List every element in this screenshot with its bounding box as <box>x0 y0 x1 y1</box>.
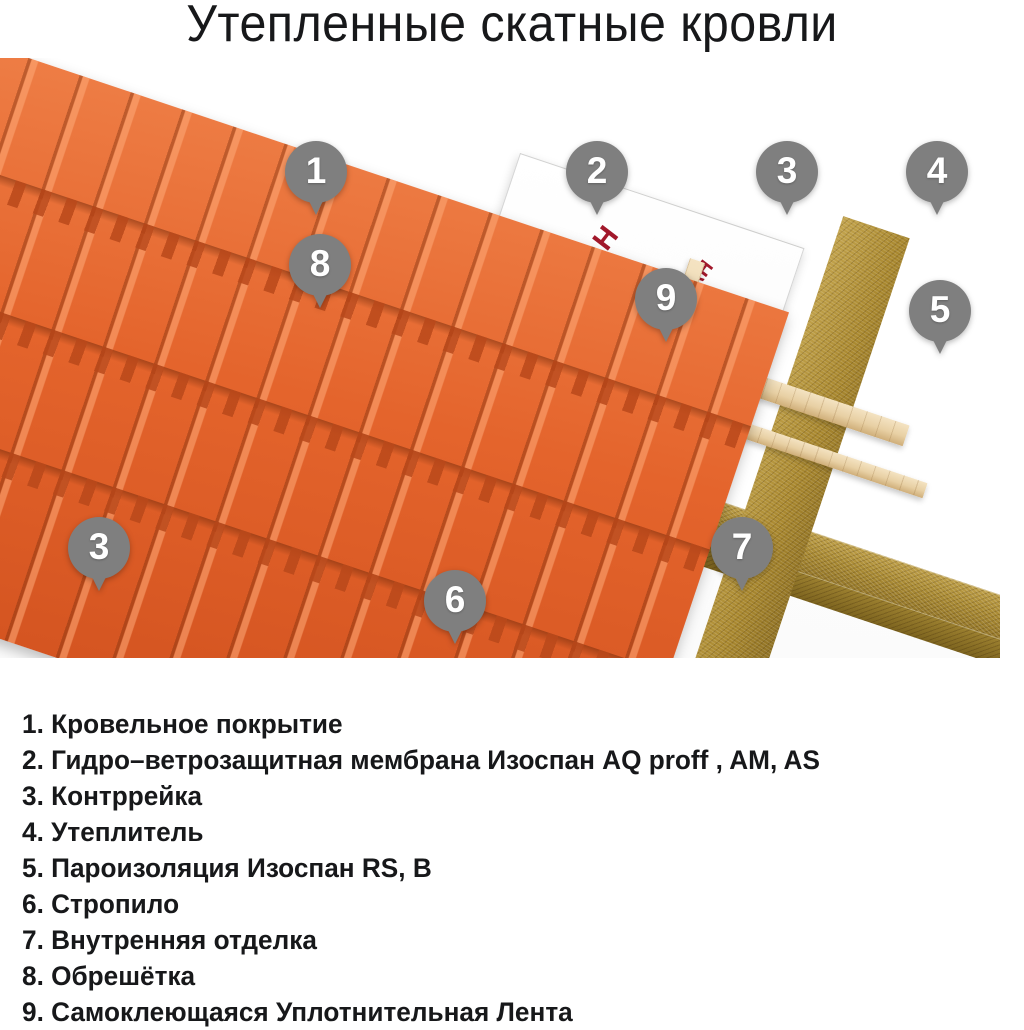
roof-cutaway-illustration: ИЗОСПАН ИЗОСПАН ИЗОСПАН ИЗОСПАН ИЗОСПАН … <box>0 58 1024 708</box>
marker-number: 4 <box>926 149 948 191</box>
marker-number: 6 <box>444 578 466 620</box>
diagram-marker-3-bottom[interactable]: 3 <box>68 517 130 579</box>
diagram-marker-5[interactable]: 5 <box>909 280 971 342</box>
marker-number: 8 <box>309 242 331 284</box>
crop-mask <box>1000 58 1024 708</box>
diagram-marker-8[interactable]: 8 <box>289 234 351 296</box>
legend-item-2: 2. Гидро–ветрозащитная мембрана Изоспан … <box>22 745 820 775</box>
marker-number: 1 <box>305 149 327 191</box>
legend-item-4: 4. Утеплитель <box>22 817 204 847</box>
legend-item-9: 9. Самоклеющаяся Уплотнительная Лента <box>22 997 573 1027</box>
diagram-marker-3-top[interactable]: 3 <box>756 141 818 203</box>
diagram-marker-2[interactable]: 2 <box>566 141 628 203</box>
diagram-marker-6[interactable]: 6 <box>424 570 486 632</box>
marker-number: 9 <box>655 276 677 318</box>
marker-number: 5 <box>929 288 951 330</box>
diagram-marker-4[interactable]: 4 <box>906 141 968 203</box>
legend-item-8: 8. Обрешётка <box>22 961 196 991</box>
page-title: Утепленные скатные кровли <box>186 0 838 53</box>
legend-item-7: 7. Внутренняя отделка <box>22 925 317 955</box>
legend-item-1: 1. Кровельное покрытие <box>22 709 343 739</box>
legend-item-6: 6. Стропило <box>22 889 180 919</box>
legend-item-3: 3. Контррейка <box>22 781 203 811</box>
marker-number: 3 <box>776 149 798 191</box>
marker-number: 7 <box>731 525 753 567</box>
diagram-marker-7[interactable]: 7 <box>711 517 773 579</box>
clay-roof-tiles <box>0 58 790 708</box>
diagram-marker-9[interactable]: 9 <box>635 268 697 330</box>
crop-mask <box>0 658 1024 708</box>
marker-number: 3 <box>88 525 110 567</box>
legend-item-5: 5. Пароизоляция Изоспан RS, В <box>22 853 432 883</box>
legend-list: 1. Кровельное покрытие 2. Гидро–ветрозащ… <box>22 706 1002 1030</box>
diagram-marker-1[interactable]: 1 <box>285 141 347 203</box>
marker-number: 2 <box>586 149 608 191</box>
